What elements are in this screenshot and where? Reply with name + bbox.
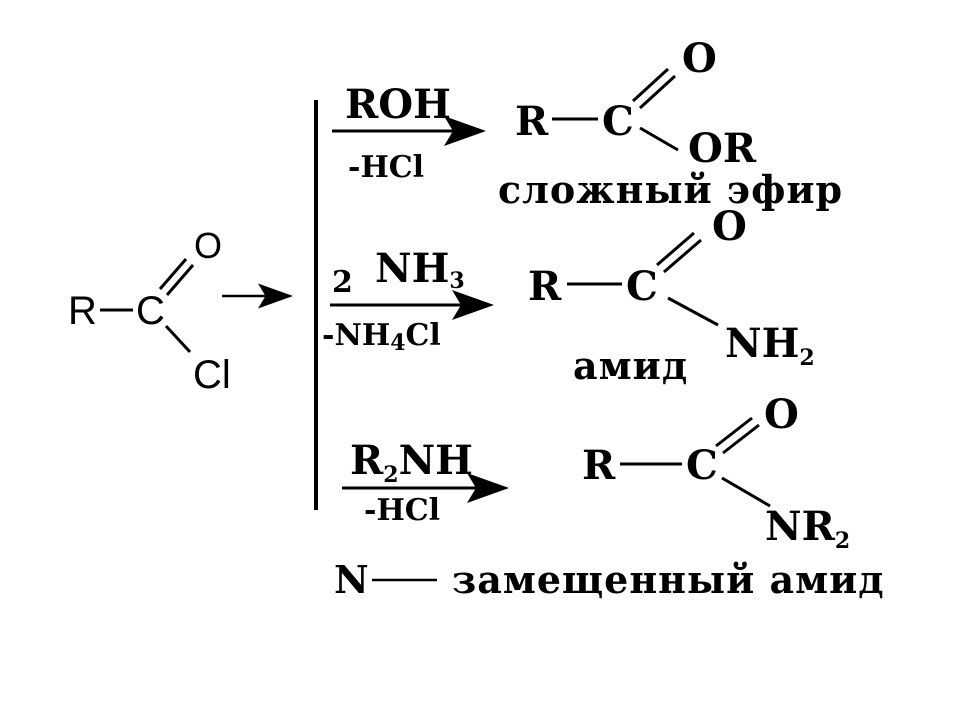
reaction-amide: 2 NH3 -NH4Cl R C O NH2 амид bbox=[322, 203, 815, 388]
reactant-double-bond-2 bbox=[165, 264, 195, 296]
r1-product-o: O bbox=[682, 35, 717, 82]
r3-product-c: C bbox=[686, 442, 718, 489]
r2-double-bond-1 bbox=[656, 231, 695, 267]
r1-reagent: ROH bbox=[345, 81, 451, 128]
r3-product-name-prefix: N bbox=[334, 557, 370, 602]
reactant-c-cl-bond bbox=[164, 324, 192, 354]
r2-double-bond-2 bbox=[663, 238, 702, 274]
r3-product-o: O bbox=[764, 391, 799, 438]
r3-reagent: R2NH bbox=[350, 437, 473, 488]
r2-byproduct: -NH4Cl bbox=[322, 318, 441, 356]
r2-product-c-nh2-bond bbox=[667, 296, 719, 327]
r1-double-bond-1 bbox=[631, 67, 670, 103]
r2-product-c: C bbox=[626, 263, 658, 310]
r3-product-name: замещенный амид bbox=[452, 557, 885, 602]
reactant-o-label: O bbox=[194, 225, 222, 266]
r1-product-c-or-bond bbox=[639, 126, 679, 152]
r2-product-r: R bbox=[528, 263, 562, 310]
reaction-ester: ROH -HCl R C O OR сложный эфир bbox=[332, 35, 843, 212]
r1-product-c: C bbox=[602, 98, 634, 145]
reactant-double-bond-1 bbox=[158, 258, 188, 290]
r1-byproduct: -HCl bbox=[348, 150, 424, 185]
r3-product-r: R bbox=[582, 442, 616, 489]
r2-product-o: O bbox=[712, 203, 747, 250]
r1-double-bond-2 bbox=[638, 74, 677, 110]
r2-reagent: NH3 bbox=[375, 245, 465, 294]
reactant-cl-label: Cl bbox=[193, 353, 231, 397]
r3-product-c-nr2-bond bbox=[721, 476, 771, 508]
reactant-c-label: C bbox=[136, 289, 165, 333]
r3-byproduct: -HCl bbox=[364, 493, 440, 528]
r3-double-bond-2 bbox=[722, 423, 760, 455]
reaction-substituted-amide: R2NH -HCl R C O NR2 N замещенный амид bbox=[334, 391, 885, 602]
reactant-r-label: R bbox=[68, 289, 97, 333]
r3-double-bond-1 bbox=[715, 416, 753, 448]
r1-product-r: R bbox=[515, 98, 549, 145]
r2-coefficient: 2 bbox=[332, 265, 353, 300]
r3-product-sub: NR2 bbox=[765, 503, 850, 554]
r1-product-name: сложный эфир bbox=[498, 167, 843, 212]
r2-product-sub: NH2 bbox=[725, 320, 815, 371]
r1-product-sub: OR bbox=[688, 125, 757, 172]
r2-product-name: амид bbox=[573, 343, 688, 388]
reactant-acyl-chloride: R C O Cl bbox=[68, 225, 231, 397]
